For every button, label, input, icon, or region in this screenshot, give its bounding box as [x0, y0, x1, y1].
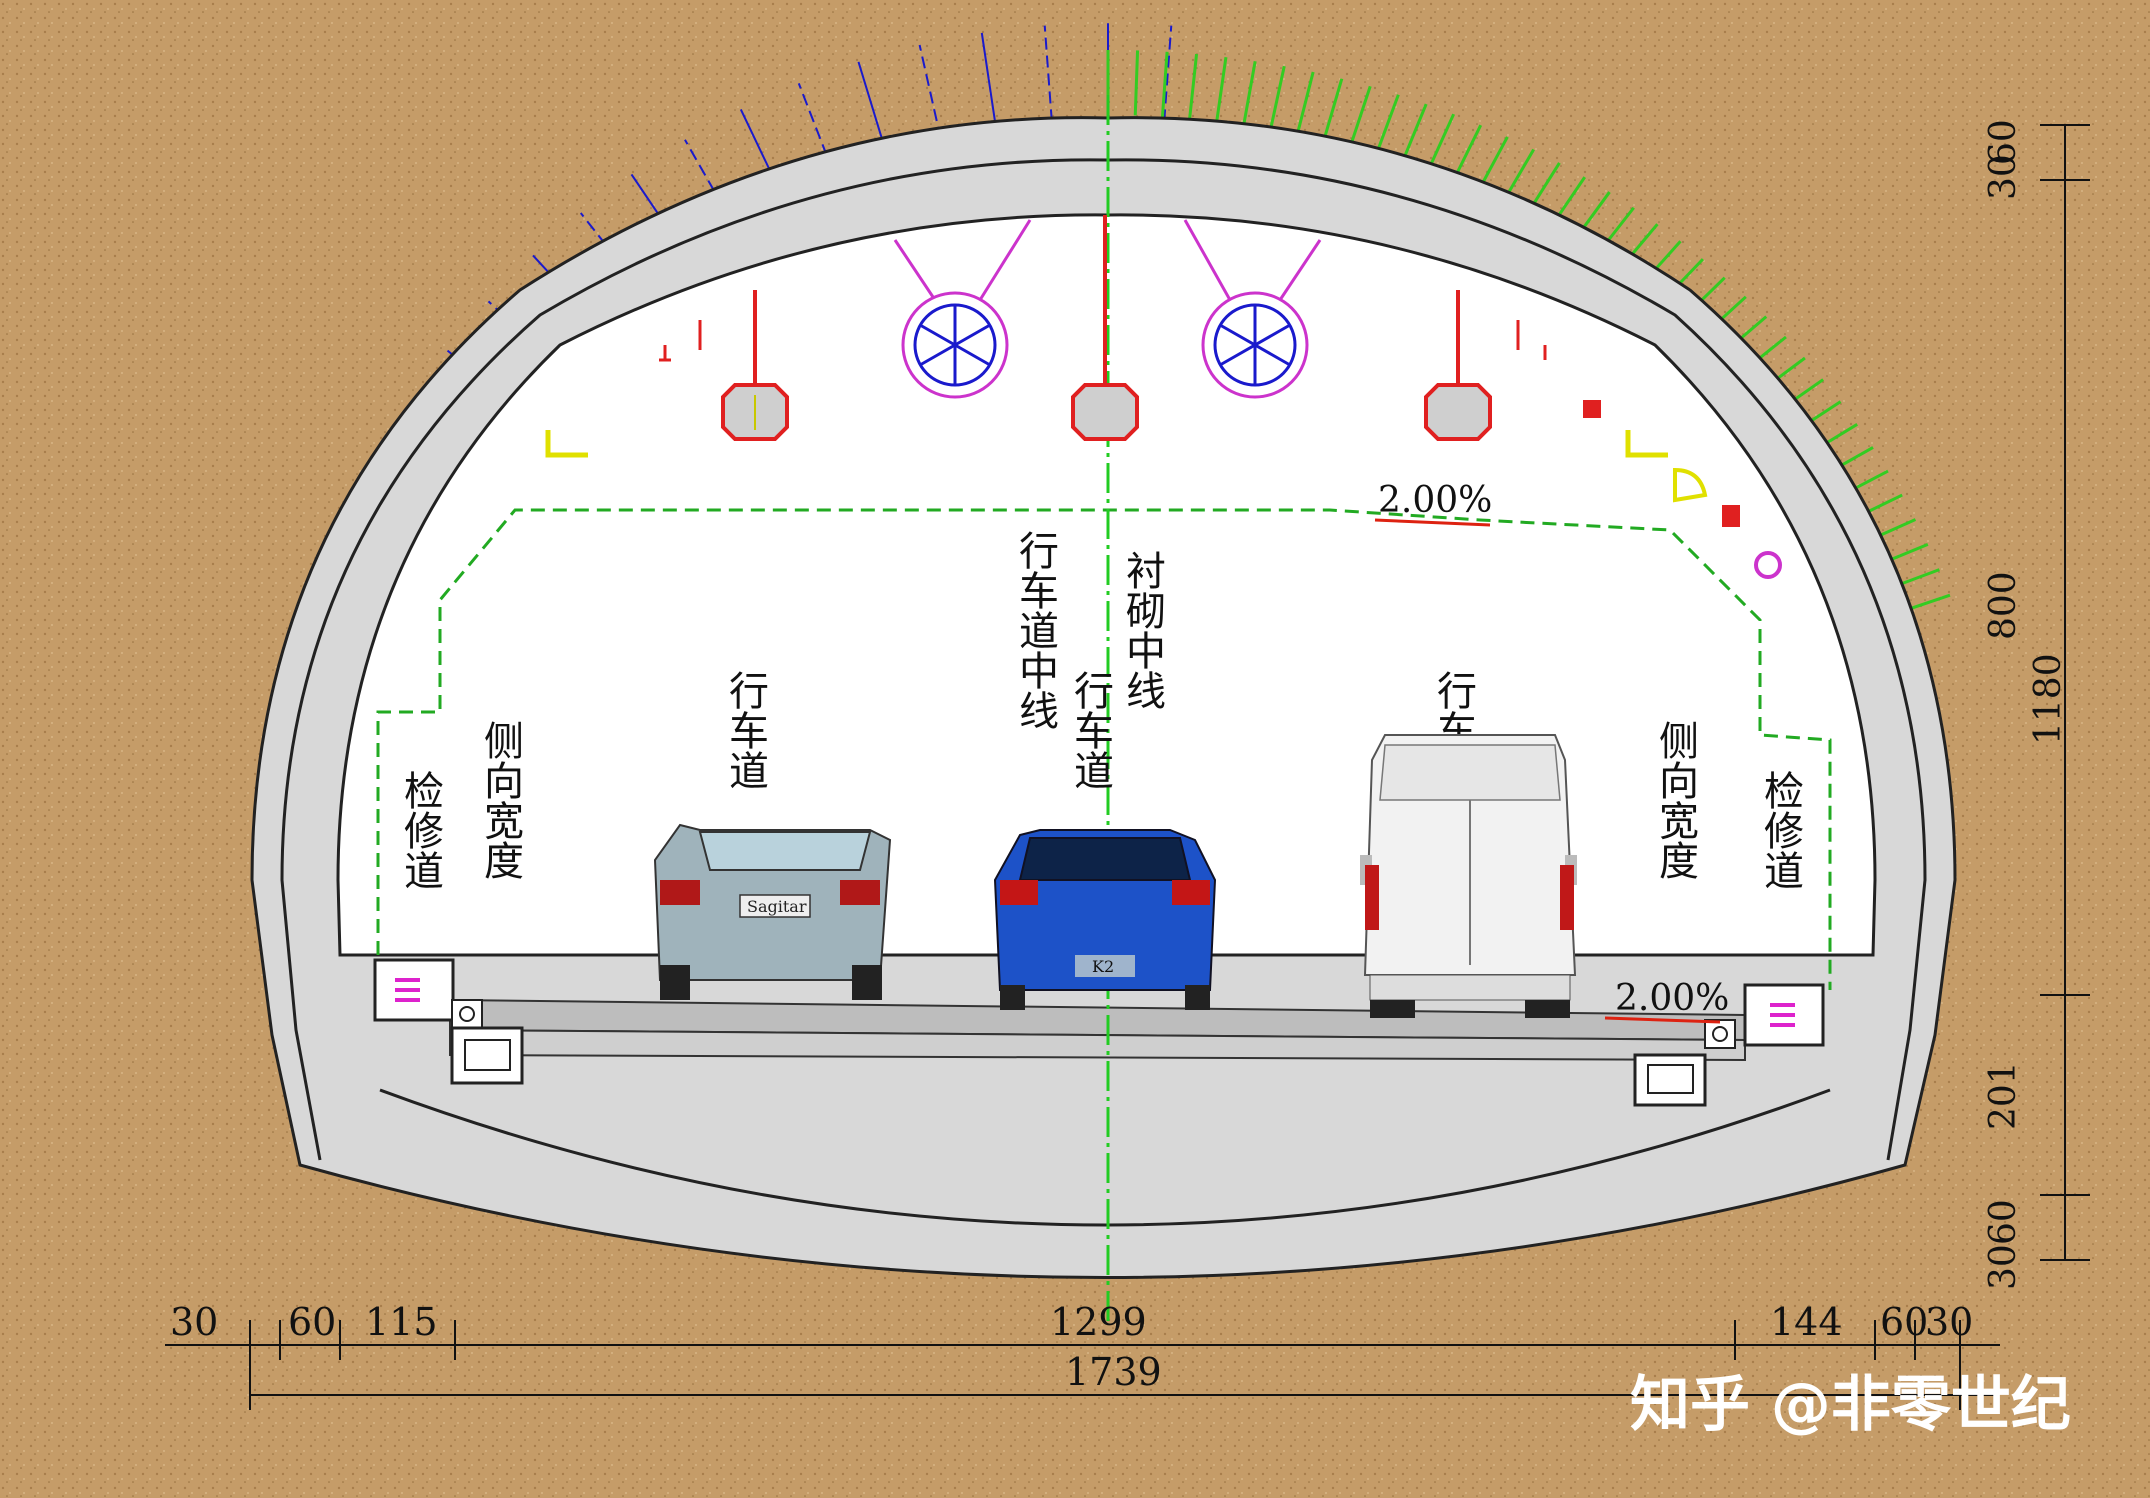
jet-fan-right — [1183, 219, 1322, 399]
sign-equipment-left — [545, 320, 702, 458]
dim-right-1180: 1180 — [2028, 653, 2069, 745]
dim-1299: 1299 — [1050, 1300, 1147, 1344]
dim-right-201: 201 — [1983, 1061, 2024, 1130]
label-inspection-left: 检修道 — [397, 770, 444, 890]
dim-right-60b: 60 — [1983, 1199, 2024, 1245]
vehicle-sedan: Sagitar — [653, 823, 892, 1000]
label-inspection-right: 检修道 — [1757, 770, 1804, 890]
svg-text:K2: K2 — [1092, 957, 1114, 976]
watermark: 知乎 @非零世纪 — [1630, 1370, 2071, 1440]
dim-right-60: 60 — [1983, 119, 2024, 165]
dim-right-30: 30 — [1983, 154, 2024, 200]
steel-arch-bolt — [1188, 53, 1199, 119]
steel-arch-bolt — [1242, 60, 1257, 126]
steel-arch-bolt — [1295, 71, 1315, 136]
label-lane-center: 行车道 — [1067, 670, 1114, 790]
pavement-base — [449, 1028, 1746, 1062]
dim-right-30b: 30 — [1983, 1244, 2024, 1290]
steel-arch-bolt — [1348, 85, 1372, 149]
slope-upper: 2.00% — [1374, 480, 1492, 527]
label-side-clearance-left: 侧向宽度 — [477, 720, 523, 880]
jet-fan-left — [893, 219, 1032, 399]
label-side-clearance-right: 侧向宽度 — [1652, 720, 1698, 880]
building-clearance — [376, 508, 1832, 990]
invert-curve — [379, 1088, 1831, 1227]
light-left — [721, 290, 789, 441]
steel-arch-bolt — [1322, 78, 1344, 142]
steel-arch-bolt — [1215, 57, 1228, 122]
vehicle-van — [1360, 734, 1577, 1018]
light-right — [1424, 290, 1492, 441]
dim-144: 144 — [1770, 1300, 1843, 1344]
curb-right — [1633, 983, 1825, 1107]
steel-arch-bolt — [1374, 94, 1400, 157]
dim-60-left: 60 — [288, 1300, 336, 1344]
svg-text:2.00%: 2.00% — [1378, 480, 1492, 521]
steel-arch-bolt — [1160, 51, 1169, 117]
curb-left — [373, 958, 524, 1085]
vehicle-hatchback: K2 — [993, 829, 1217, 1010]
slope-lower: 2.00% — [1604, 978, 1729, 1024]
dim-60-right: 60 — [1880, 1300, 1928, 1344]
dimension-lines — [165, 124, 2090, 1410]
label-lane-centerline: 行车道中线 — [1012, 530, 1059, 730]
dim-right-800: 800 — [1983, 571, 2024, 640]
dim-30-left: 30 — [170, 1300, 218, 1344]
dim-30-right: 30 — [1925, 1300, 1973, 1344]
svg-text:2.00%: 2.00% — [1615, 978, 1729, 1019]
dim-115: 115 — [365, 1300, 438, 1344]
svg-text:Sagitar: Sagitar — [747, 897, 807, 916]
sign-equipment-right — [1516, 320, 1782, 579]
label-lane-left: 行车道 — [722, 670, 769, 790]
steel-arch-bolt — [1268, 65, 1286, 131]
steel-arch-bolt — [1133, 50, 1140, 116]
label-lining-centerline: 衬砌中线 — [1119, 550, 1166, 710]
light-center — [1071, 215, 1139, 441]
dim-1739: 1739 — [1065, 1350, 1162, 1394]
